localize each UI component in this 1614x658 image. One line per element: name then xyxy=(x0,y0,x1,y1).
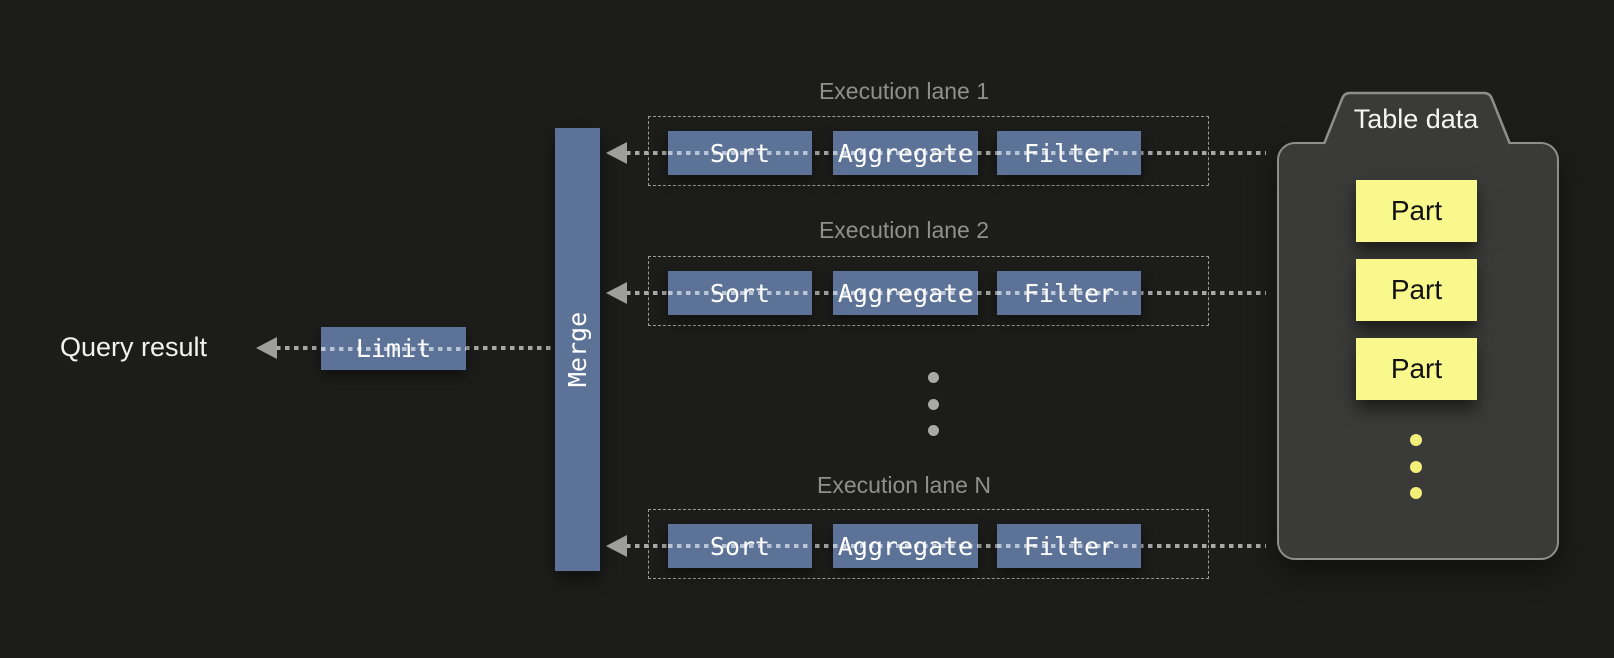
limit-operator-label: Limit xyxy=(355,334,432,363)
part-box: Part xyxy=(1356,180,1477,242)
part-box: Part xyxy=(1356,259,1477,321)
part-box: Part xyxy=(1356,338,1477,400)
lane-n-boundary: Sort Aggregate Filter xyxy=(648,509,1209,579)
filter-operator-box: Filter xyxy=(997,524,1141,568)
aggregate-operator-label: Aggregate xyxy=(837,138,974,168)
sort-operator-label: Sort xyxy=(709,138,771,168)
arrow-left-icon xyxy=(606,282,627,304)
table-data-tab xyxy=(1322,91,1512,151)
query-result-label: Query result xyxy=(60,332,208,362)
filter-operator-label: Filter xyxy=(1023,278,1115,308)
sort-operator-box: Sort xyxy=(668,131,812,175)
ellipsis-dot-icon xyxy=(1410,487,1422,499)
table-data-title: Table data xyxy=(1353,104,1479,134)
lane-1-title: Execution lane 1 xyxy=(818,78,990,104)
merge-operator-label: Merge xyxy=(563,311,593,388)
aggregate-operator-box: Aggregate xyxy=(833,524,978,568)
arrow-left-icon xyxy=(256,337,277,359)
limit-operator-box: Limit xyxy=(321,327,466,370)
aggregate-operator-box: Aggregate xyxy=(833,271,978,315)
ellipsis-dot-icon xyxy=(1410,434,1422,446)
sort-operator-box: Sort xyxy=(668,271,812,315)
aggregate-operator-box: Aggregate xyxy=(833,131,978,175)
arrow-left-icon xyxy=(606,535,627,557)
sort-operator-box: Sort xyxy=(668,524,812,568)
part-label: Part xyxy=(1390,195,1443,226)
filter-operator-box: Filter xyxy=(997,271,1141,315)
part-label: Part xyxy=(1390,274,1443,305)
aggregate-operator-label: Aggregate xyxy=(837,278,974,308)
lane-2-boundary: Sort Aggregate Filter xyxy=(648,256,1209,326)
ellipsis-dot-icon xyxy=(928,399,939,410)
filter-operator-label: Filter xyxy=(1023,138,1115,168)
lane-2-title: Execution lane 2 xyxy=(818,217,990,243)
lane-1-boundary: Sort Aggregate Filter xyxy=(648,116,1209,186)
filter-operator-label: Filter xyxy=(1023,531,1115,561)
lane-n-title: Execution lane N xyxy=(817,472,991,498)
part-label: Part xyxy=(1390,353,1443,384)
ellipsis-dot-icon xyxy=(928,425,939,436)
filter-operator-box: Filter xyxy=(997,131,1141,175)
sort-operator-label: Sort xyxy=(709,531,771,561)
ellipsis-dot-icon xyxy=(928,372,939,383)
merge-operator-bar: Merge xyxy=(555,128,600,571)
arrow-left-icon xyxy=(606,142,627,164)
aggregate-operator-label: Aggregate xyxy=(837,531,974,561)
ellipsis-dot-icon xyxy=(1410,461,1422,473)
sort-operator-label: Sort xyxy=(709,278,771,308)
